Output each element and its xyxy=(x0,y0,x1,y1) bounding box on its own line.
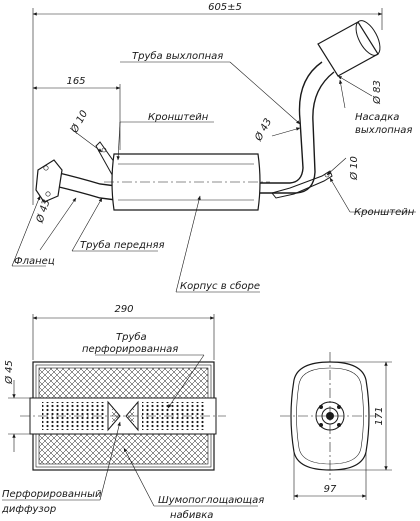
flange xyxy=(35,159,63,203)
front-pipe-label: Труба передняя xyxy=(80,239,165,251)
perforated-inner-pipe xyxy=(20,397,226,435)
section-view: 290 xyxy=(1,304,392,521)
absorbent-label-line1: Шумопоглощающая xyxy=(158,495,264,506)
perforated-diffuser xyxy=(107,400,139,432)
perforated-diffuser-label-line1: Перфорированный xyxy=(2,489,102,500)
body-width-text: 97 xyxy=(324,484,337,495)
body-length-text: 290 xyxy=(114,304,133,315)
body-assembly-label: Корпус в сборе xyxy=(180,280,260,292)
mid-pipe-diameter-text: Ø 43 xyxy=(252,116,274,144)
flange-offset-text: 165 xyxy=(66,76,85,87)
left-bracket-hole-text: Ø 10 xyxy=(68,108,90,136)
right-bracket-label: Кронштейн xyxy=(354,207,415,218)
outlet-diameter-callout: Ø 83 xyxy=(337,75,383,105)
perforated-pipe-label-line1: Труба xyxy=(116,331,147,343)
exhaust-tip xyxy=(317,20,381,77)
section-label-leaders xyxy=(2,354,258,507)
overall-length-dimension: 605±5 xyxy=(32,2,383,205)
overall-length-text: 605±5 xyxy=(208,2,242,13)
perforated-pipe-label-line2: перфорированная xyxy=(82,344,178,355)
mid-pipe-diameter-callout: Ø 43 xyxy=(252,116,301,144)
flange-offset-dimension: 165 xyxy=(32,76,121,150)
body-height-text: 171 xyxy=(374,406,385,425)
top-view: 605±5 165 xyxy=(11,2,416,293)
front-pipe xyxy=(54,171,117,201)
exhaust-tip-label-line2: выхлопная xyxy=(355,125,412,136)
left-bracket-label: Кронштейн xyxy=(148,112,209,123)
exhaust-pipe xyxy=(258,61,335,194)
muffler-body xyxy=(104,153,270,211)
label-leaders xyxy=(11,61,416,293)
muffler-end-view xyxy=(280,352,380,480)
exhaust-tip-label-line1: Насадка xyxy=(355,112,399,123)
absorbent-label-line2: набивка xyxy=(170,509,213,521)
body-height-dimension: 171 xyxy=(334,361,392,471)
body-width-dimension: 97 xyxy=(293,452,367,500)
body-length-dimension: 290 xyxy=(32,304,215,360)
outlet-diameter-text: Ø 83 xyxy=(371,80,383,105)
right-bracket-hole-callout: Ø 10 xyxy=(326,156,360,181)
inner-pipe-diameter-text: Ø 45 xyxy=(3,360,15,385)
flange-label: Фланец xyxy=(14,256,55,267)
absorbent-packing xyxy=(38,367,209,465)
exhaust-pipe-label: Труба выхлопная xyxy=(132,50,223,62)
front-pipe-diameter-text: Ø 43 xyxy=(33,198,52,225)
front-pipe-diameter-callout: Ø 43 xyxy=(33,197,77,251)
inner-pipe-diameter-dimension: Ø 45 xyxy=(3,360,30,452)
perforated-diffuser-label-line2: диффузор xyxy=(1,504,56,515)
right-bracket-hole-text: Ø 10 xyxy=(348,156,360,181)
